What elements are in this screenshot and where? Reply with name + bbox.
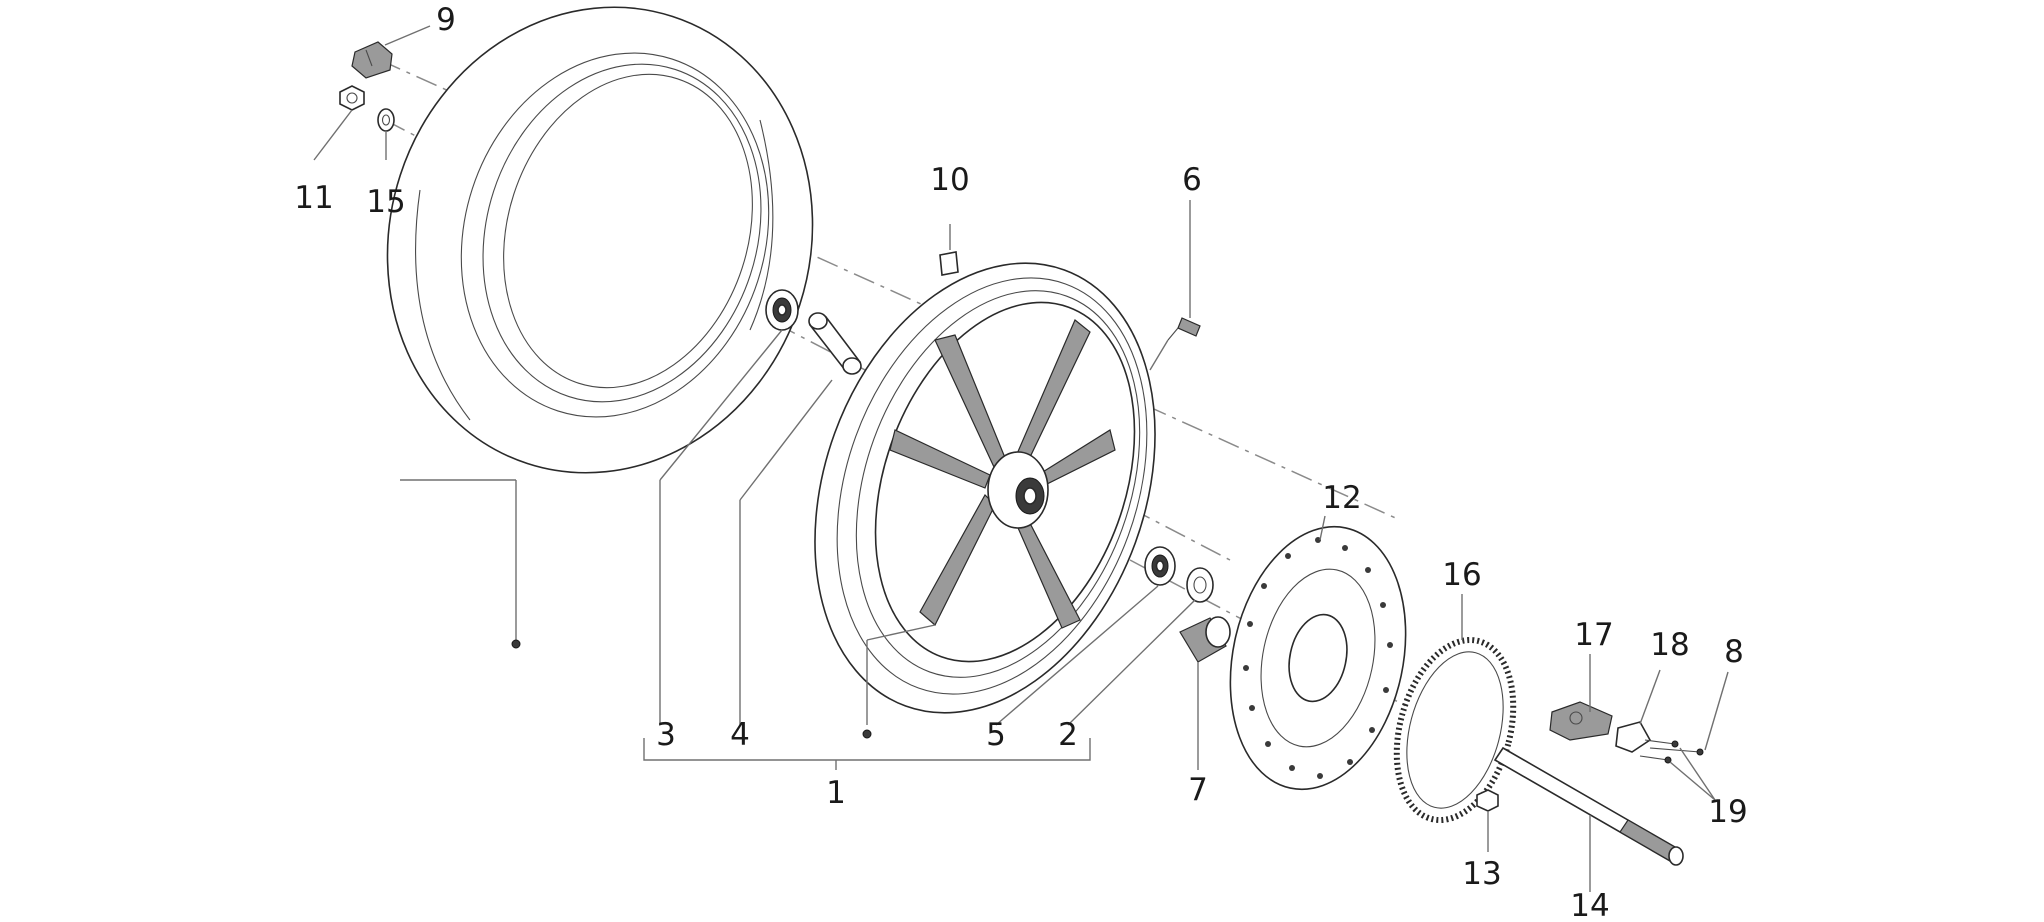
oil-seal-part (1186, 567, 1214, 603)
sensor-bracket-part (1615, 721, 1652, 753)
callout-4: 4 (730, 717, 750, 753)
callout-labels: 9 11 15 10 6 12 16 17 18 8 19 3 4 5 2 1 … (294, 2, 1747, 922)
callout-19: 19 (1708, 794, 1747, 830)
callout-15: 15 (366, 184, 405, 220)
callout-1: 1 (826, 775, 846, 811)
callout-2: 2 (1058, 717, 1078, 753)
tone-ring-part (1393, 637, 1517, 823)
bearing-right-part (1144, 546, 1176, 586)
callout-13: 13 (1462, 856, 1501, 892)
rim (814, 262, 1156, 714)
nut-part (339, 85, 365, 111)
axle-part (1493, 746, 1684, 866)
brake-disc-holes (1243, 537, 1393, 779)
callout-11: 11 (294, 180, 333, 216)
callout-17: 17 (1574, 617, 1613, 653)
screws-part (1639, 739, 1704, 764)
callout-12: 12 (1322, 480, 1361, 516)
callout-6: 6 (1182, 162, 1202, 198)
bearing-left-part (765, 289, 799, 331)
callout-8: 8 (1724, 634, 1744, 670)
rim-spokes (889, 319, 1116, 629)
callout-7: 7 (1188, 772, 1208, 808)
leader-lines (313, 25, 1729, 892)
spacer-tube-part (808, 312, 862, 375)
washer-part (377, 108, 395, 132)
rim-hub (987, 451, 1049, 529)
abs-sensor-part (1549, 701, 1613, 741)
spacer-bush-part (1179, 616, 1231, 663)
tyre (386, 6, 814, 474)
callout-9: 9 (436, 2, 456, 38)
callout-16: 16 (1442, 557, 1481, 593)
callout-10: 10 (930, 162, 969, 198)
callout-18: 18 (1650, 627, 1689, 663)
callout-3: 3 (656, 717, 676, 753)
valve-cap-part (351, 41, 393, 79)
brake-disc-part (1229, 525, 1407, 791)
callout-14: 14 (1570, 888, 1609, 922)
valve-part (1167, 317, 1201, 341)
balance-weight-part (939, 251, 959, 276)
callout-5: 5 (986, 717, 1006, 753)
axle-nut-part (1476, 789, 1499, 812)
